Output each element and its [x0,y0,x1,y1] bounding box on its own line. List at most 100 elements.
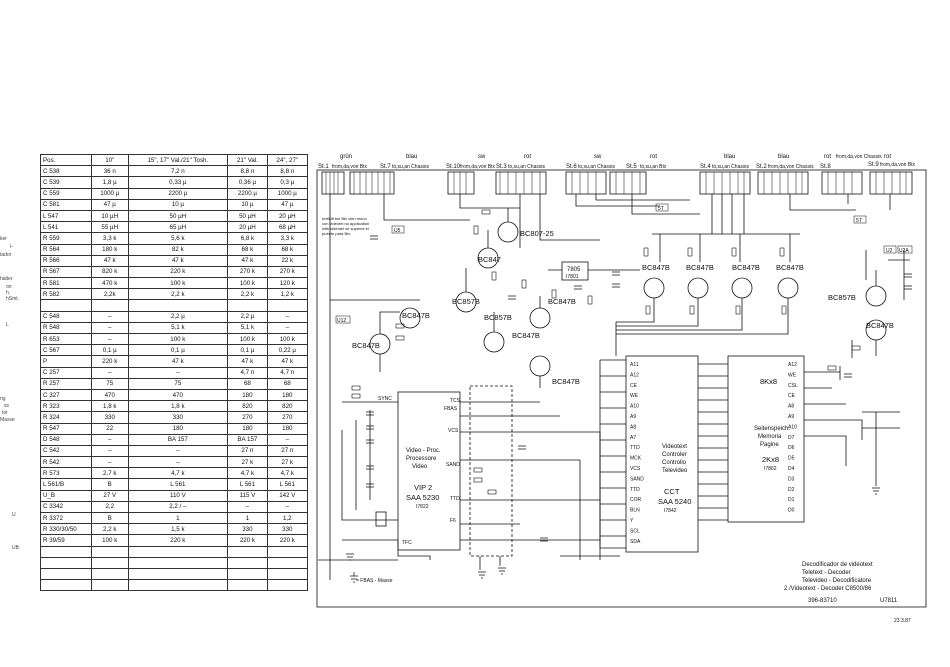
ic-memory-pin: D4 [788,466,795,472]
wires-rgb-down [615,298,789,356]
wires-right-block [839,250,910,380]
connector-st2-sub: from,da,von Chassis [768,164,814,170]
drawing-number: 396-83710 [808,598,837,604]
transistor-q7814 [399,307,421,329]
cell-value: 3,3 k [266,232,309,245]
cell-value: 1000 µ [91,187,129,200]
wires-cct-mem [698,363,728,521]
transistor-label: BC847B [732,263,760,272]
connector-st10-sub: from,da,von Btx [460,164,496,170]
connector-st8-color: rot [824,154,831,160]
ground-legend: = FBAS - Masse [356,578,393,584]
transistor-q7853 [731,277,753,299]
ic-memory-pin: A10 [788,424,797,430]
connector-st1 [321,171,345,195]
cell-value: 20 µH [227,221,268,234]
connector-st6-id: St.6 [566,164,577,170]
ic-cct-type: SAA 5240 [658,497,691,506]
ic-cct-pin: A8 [630,424,636,430]
connector-labels: grün St.1 from,da,von Btx blau St.7 to,s… [318,154,916,170]
connector-st3-id: St.3 [496,164,507,170]
connector-st3-sub: to,su,an Chassis [508,164,545,170]
ic-vip2 [397,391,461,551]
ic-vip2-desc1: Video - Proc. [406,448,441,454]
ic-cct-pin: A12 [630,372,639,378]
col-header-24-27: 24", 27" [266,153,309,167]
margin-fragment: hSmt. [6,296,20,302]
wires-mem-right [804,371,900,486]
ic-vip2-ref: I7822 [416,504,429,510]
ic-cct-pin: A7 [630,435,636,441]
ic-memory-ref: I7862 [764,466,777,472]
cell-value: 47 µ [266,198,309,211]
ic-memory-pin: D3 [788,476,795,482]
transistor-label: BC807-25 [520,229,554,238]
ic-vip2-pin: SYNC [378,396,392,402]
box-label: U5 [394,228,401,234]
ic-cct-pin: MCK [630,456,642,462]
cell-value: 0,3 µ [266,176,309,189]
connector-st9-sub: from,da,von Btx [880,162,916,168]
transistor-label: BC857B [452,297,480,306]
ic-cct-pin: Y [630,518,634,524]
transistor-label: BC847B [642,263,670,272]
ic-cct-ref: I7842 [664,508,677,514]
ic-memory-pin: CE [788,393,796,399]
cell-value: 0,33 µ [127,176,229,189]
transistor-label: BC847B [686,263,714,272]
connector-st9-id: St.9 [868,162,879,168]
cell-position: L 541 [40,221,92,234]
ic-cct-pin: CE [630,383,638,389]
wires-vip-right [460,401,601,560]
cell-value: 8,8 n [227,165,268,178]
title-block: Decodificador de videotext Teletext - De… [784,562,911,624]
cell-value [266,579,309,592]
connector-st7-color: blau [406,154,417,160]
transistor-label: BC857B [828,293,856,302]
box-label: 5T [658,206,664,212]
connector-st4-color: blau [724,154,735,160]
ic-memory-size1: 8Kx8 [760,377,777,386]
ic-memory-pin: D2 [788,487,795,493]
margin-fragment: Masse [0,417,15,423]
ic-vip2-pin: VCS [448,428,459,434]
cell-value: 68 k [227,243,268,256]
ic-cct-pin: A11 [630,362,639,368]
regulator-ref: I7801 [566,274,579,280]
box-label: U1Z [337,318,346,324]
capacitors [366,235,912,542]
title-line1: Decodificador de videotext [802,562,873,568]
ic-memory-pin: D1 [788,497,795,503]
ic-cct-pin: TTD [630,445,640,451]
connector-st10-id: St.10 [446,164,461,170]
cell-value: 27 n [266,444,309,458]
connector-st1-sub: from,da,von Btx [332,164,368,170]
ic-memory-pin: D6 [788,445,795,451]
ic-cct-pin: TTD [630,487,640,493]
cell-position: R 566 [40,254,92,267]
connector-st10 [447,171,475,195]
cell-position: C 581 [40,198,92,211]
ground-symbols [346,487,880,583]
cell-value: 20 µH [266,209,309,223]
ic-memory-pin: D5 [788,456,795,462]
ic-vip2-desc3: Video [412,464,428,470]
wires-vip-left [318,401,431,561]
connector-st5-color: rot [650,154,657,160]
ic-cct-desc4: Televideo [662,468,688,474]
table-header-row: Pos. 10" 15", 17" Val./21" Tosh. 21" Val… [40,153,309,167]
transistor-q7803 [497,221,519,243]
cell-value: 10 µ [127,198,229,211]
connector-st4 [699,171,751,195]
cell-value: 6,8 k [227,232,268,245]
ic-memory-size2: 2Kx8 [762,455,779,464]
